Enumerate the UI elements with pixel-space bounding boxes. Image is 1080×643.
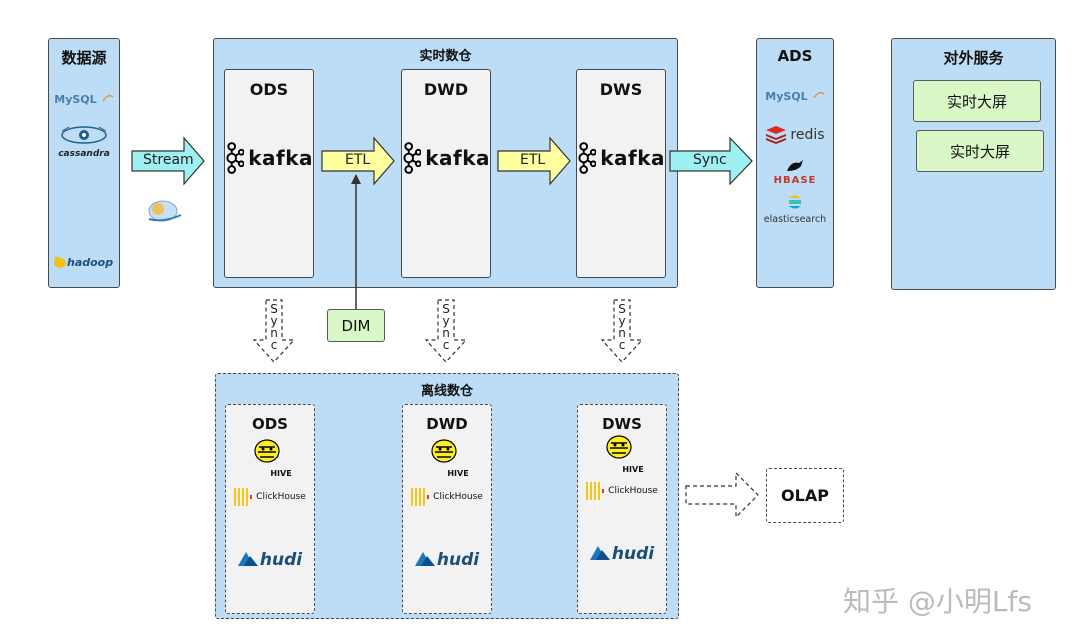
hive-icon — [606, 435, 632, 459]
data-sources-title: 数据源 — [61, 49, 107, 67]
hive-icon — [431, 439, 457, 463]
kafka-logo: kafka — [225, 141, 313, 175]
realtime-screen-1: 实时大屏 — [913, 80, 1041, 122]
kafka-icon — [403, 142, 422, 174]
orca-icon — [787, 160, 803, 171]
offline-dwd-title: DWD — [426, 415, 468, 433]
offline-dwd-layer: DWD HIVE ClickHouse hudi — [402, 404, 492, 614]
realtime-ods-layer: ODS kafka — [224, 69, 314, 278]
clickhouse-logo: ClickHouse — [578, 482, 666, 500]
offline-ods-title: ODS — [251, 415, 288, 433]
etl-label-1: ETL — [345, 152, 371, 168]
clickhouse-logo: ClickHouse — [403, 488, 491, 506]
etl-arrow-ods-dwd — [321, 136, 395, 186]
flume-logo — [143, 197, 185, 225]
hudi-icon — [589, 546, 610, 560]
clickhouse-icon — [234, 488, 253, 506]
dim-box: DIM — [327, 309, 385, 342]
cassandra-logo: cassandra — [49, 125, 119, 159]
stream-arrow — [131, 136, 205, 186]
clickhouse-icon — [411, 488, 430, 506]
sync-down-arrow-ods — [252, 299, 296, 363]
hive-icon — [254, 439, 280, 463]
redis-logo: redis — [757, 126, 833, 144]
kafka-logo: kafka — [402, 141, 490, 175]
sync-arrow-ads — [669, 136, 753, 186]
ads-panel: ADS MySQL redis HBASE elasticsearch — [756, 38, 834, 288]
clickhouse-icon — [586, 482, 605, 500]
olap-box: OLAP — [766, 468, 844, 523]
realtime-ods-title: ODS — [249, 80, 289, 99]
hudi-icon — [237, 552, 258, 566]
realtime-dwd-layer: DWD kafka — [401, 69, 491, 278]
hadoop-logo: hadoop — [53, 255, 113, 269]
kafka-icon — [226, 142, 245, 174]
offline-dws-layer: DWS HIVE ClickHouse hudi — [577, 404, 667, 614]
stream-label: Stream — [143, 152, 194, 168]
watermark: 知乎 @小明Lfs — [843, 585, 1032, 618]
hive-logo: HIVE — [226, 437, 314, 478]
data-sources-panel: 数据源 MySQL cassandra hadoop — [48, 38, 120, 288]
hudi-logo: hudi — [578, 544, 666, 564]
dim-connector-arrow — [351, 174, 361, 310]
realtime-dws-title: DWS — [599, 80, 643, 99]
realtime-warehouse-title: 实时数仓 — [419, 49, 472, 64]
external-services-title: 对外服务 — [943, 49, 1004, 67]
offline-ods-layer: ODS HIVE ClickHouse hudi — [225, 404, 315, 614]
mysql-logo: MySQL — [757, 85, 833, 104]
hudi-icon — [414, 552, 435, 566]
etl-label-2: ETL — [520, 152, 546, 168]
realtime-dws-layer: DWS kafka — [576, 69, 666, 278]
hbase-logo: HBASE — [757, 158, 833, 186]
realtime-screen-2: 实时大屏 — [916, 130, 1044, 172]
realtime-dwd-title: DWD — [423, 80, 469, 99]
hudi-logo: hudi — [226, 550, 314, 570]
hive-logo: HIVE — [578, 433, 666, 474]
sync-down-arrow-dws — [600, 299, 644, 363]
sync-label: Sync — [693, 152, 727, 168]
olap-arrow — [685, 471, 759, 519]
kafka-logo: kafka — [577, 141, 665, 175]
ads-title: ADS — [777, 47, 813, 65]
etl-arrow-dwd-dws — [497, 136, 571, 186]
sync-down-arrow-dwd — [424, 299, 468, 363]
hive-logo: HIVE — [403, 437, 491, 478]
redis-icon — [766, 126, 787, 144]
hudi-logo: hudi — [403, 550, 491, 570]
offline-warehouse-title: 离线数仓 — [420, 384, 473, 399]
elasticsearch-icon — [789, 195, 801, 209]
offline-dws-title: DWS — [602, 415, 642, 433]
clickhouse-logo: ClickHouse — [226, 488, 314, 506]
kafka-icon — [578, 142, 597, 174]
mysql-logo: MySQL — [49, 88, 119, 107]
elasticsearch-logo: elasticsearch — [757, 194, 833, 225]
